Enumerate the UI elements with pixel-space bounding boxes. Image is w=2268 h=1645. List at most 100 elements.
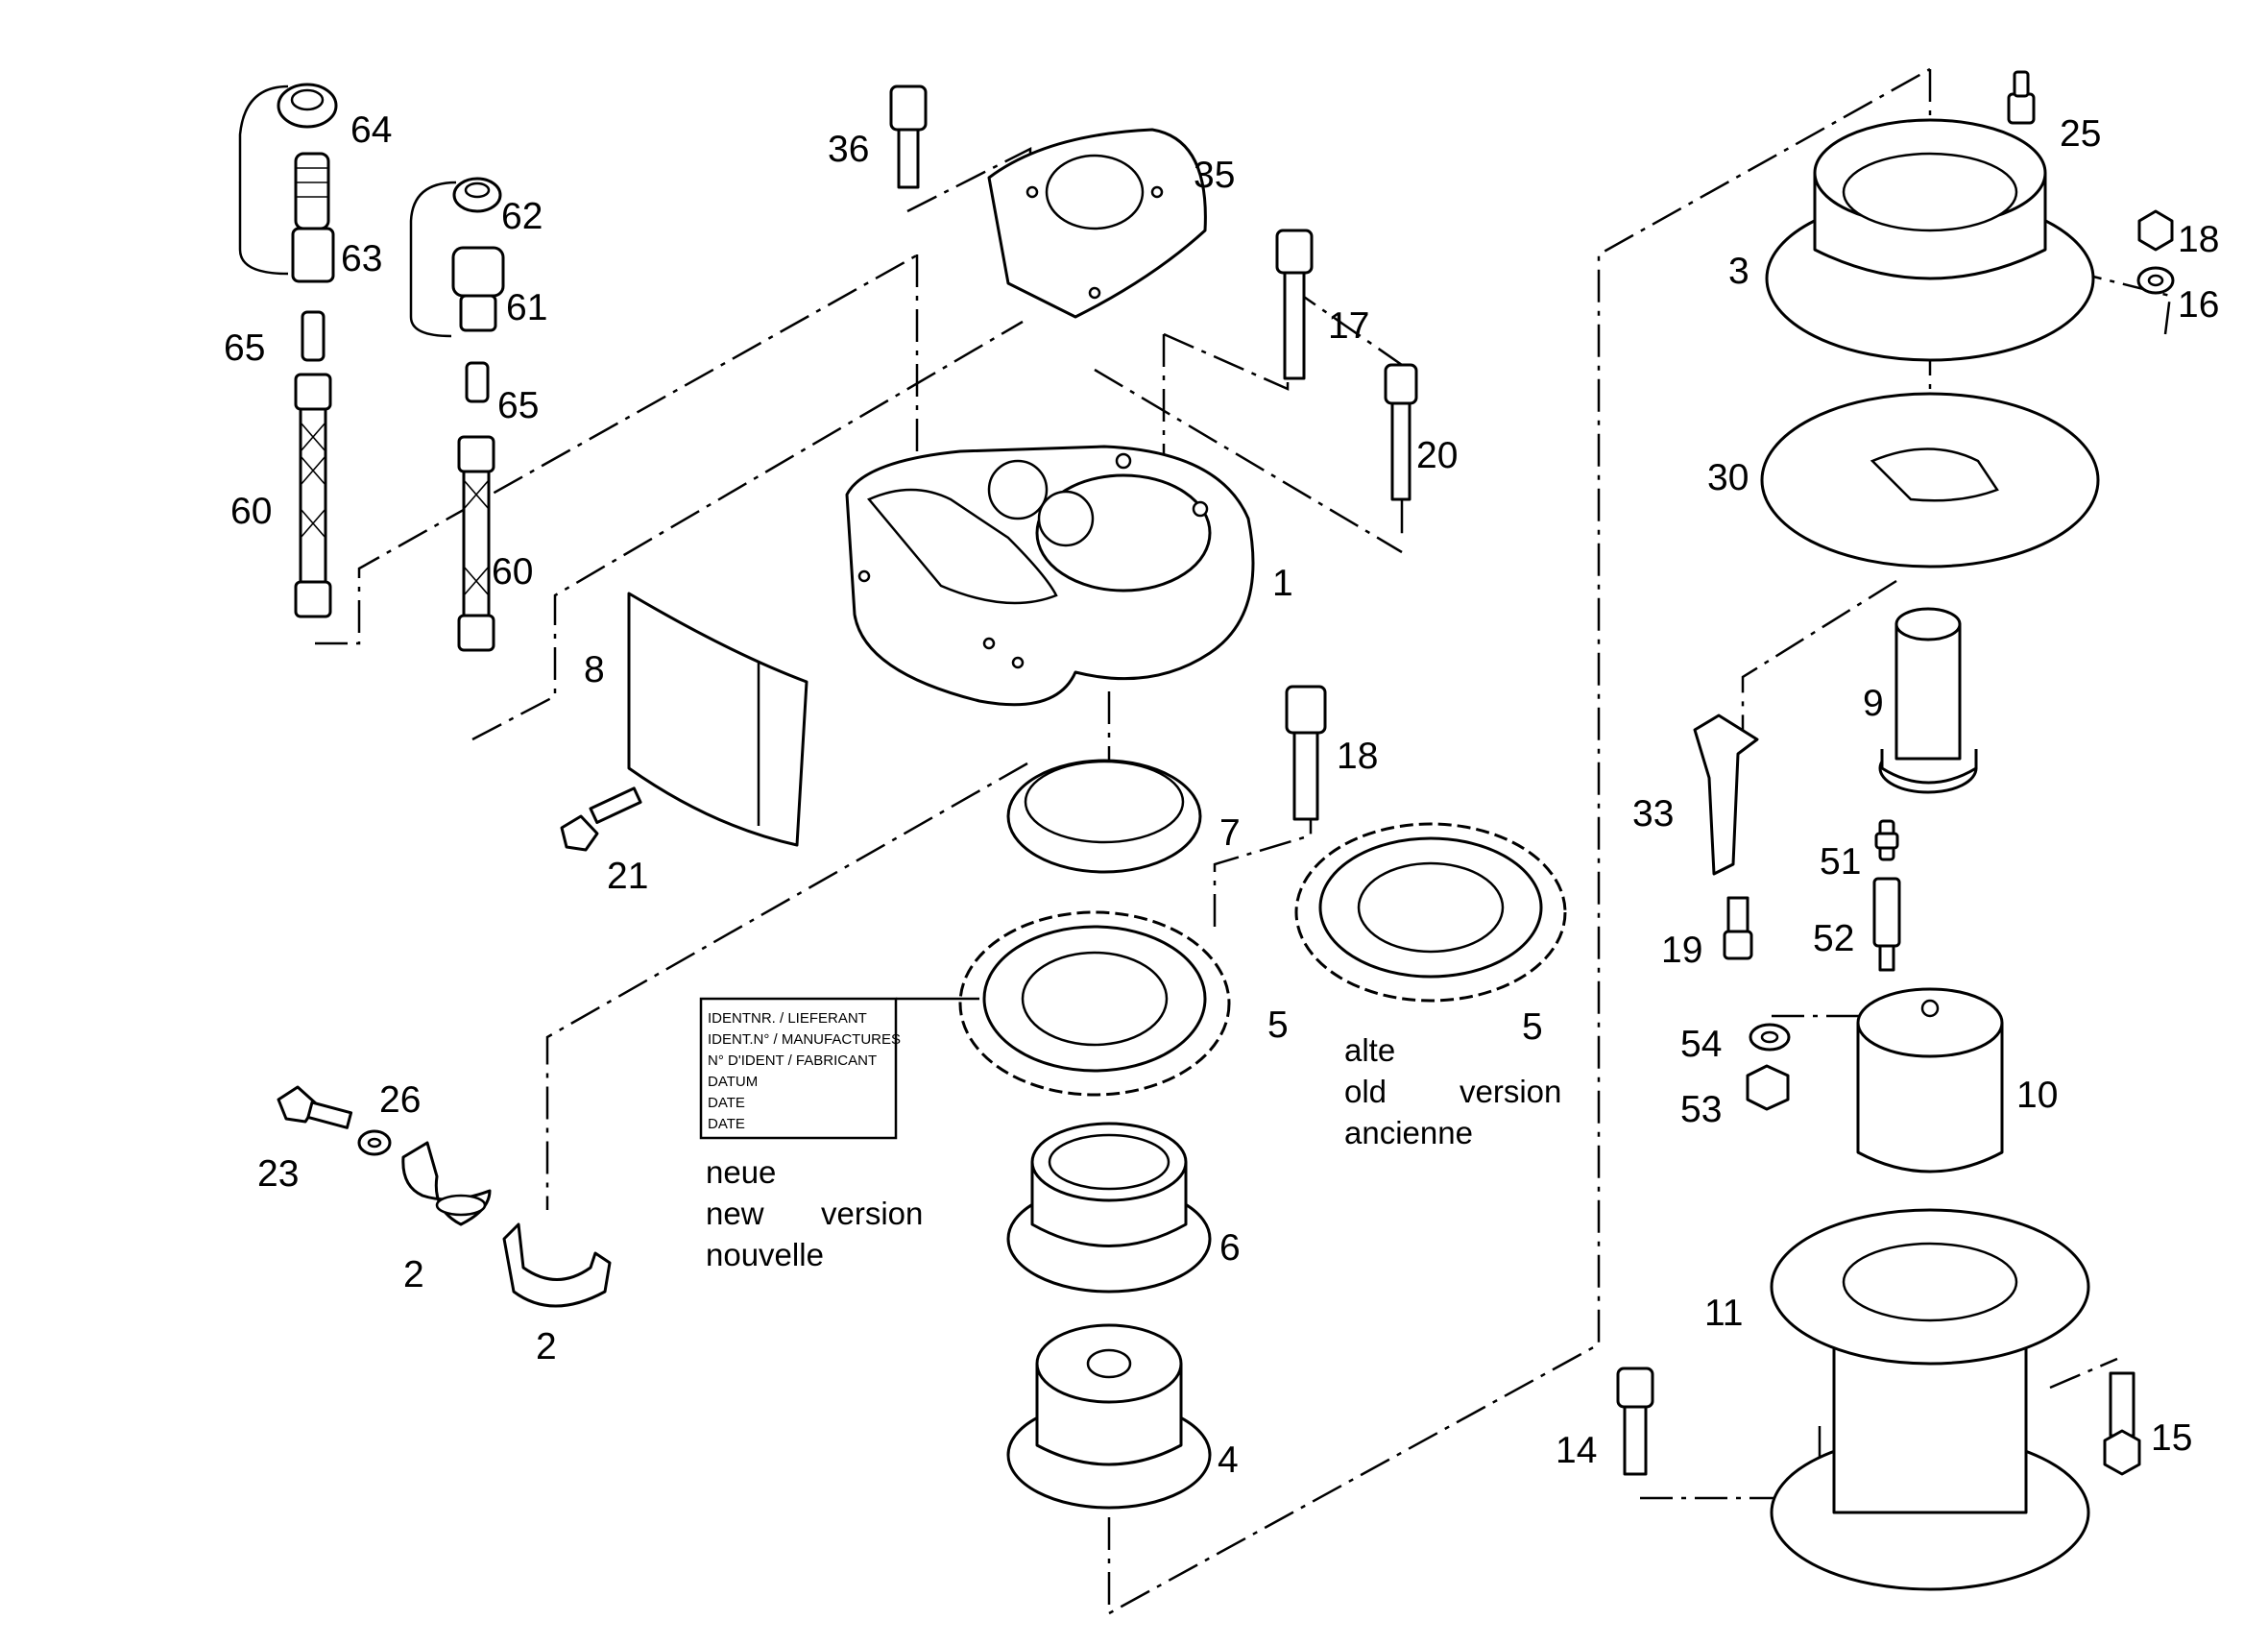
- callout-26: 26: [379, 1079, 421, 1121]
- sleeve-6: [1006, 1122, 1212, 1294]
- note-old-line2b: version: [1460, 1074, 1561, 1109]
- callout-11: 11: [1704, 1293, 1744, 1334]
- callout-25: 25: [2060, 113, 2101, 155]
- note-old-line3: ancienne: [1344, 1115, 1473, 1150]
- washer-26: [357, 1129, 392, 1156]
- callout-18b: 18: [2178, 219, 2219, 260]
- callout-63: 63: [341, 238, 382, 279]
- callout-33: 33: [1632, 793, 1674, 835]
- callout-4: 4: [1218, 1439, 1239, 1481]
- callout-7: 7: [1219, 812, 1241, 854]
- screw-14: [1616, 1367, 1654, 1476]
- screw-18-mid: [1285, 685, 1327, 821]
- ring-gear-5-new: [958, 910, 1231, 1097]
- washer-16: [2136, 266, 2175, 295]
- callout-54: 54: [1680, 1024, 1722, 1065]
- hose-assembly-left: [238, 83, 338, 618]
- callout-62: 62: [501, 196, 543, 237]
- bolt-21: [560, 786, 642, 852]
- version-note-new: neue new version nouvelle: [706, 1154, 923, 1272]
- screw-15: [2103, 1371, 2141, 1476]
- motor-10: [1856, 987, 2004, 1173]
- screw-36: [889, 85, 928, 189]
- cap-flange-35: [987, 128, 1207, 319]
- callout-61: 61: [506, 287, 547, 328]
- callout-1: 1: [1272, 563, 1293, 604]
- callout-51: 51: [1820, 841, 1861, 883]
- ring-gear-5-old: [1294, 822, 1567, 1003]
- note-new-line2a: new: [706, 1196, 764, 1231]
- ident-plate: IDENTNR. / LIEFERANT IDENT.N° / MANUFACT…: [699, 997, 979, 1140]
- callout-6: 6: [1219, 1227, 1241, 1269]
- callout-36: 36: [828, 129, 869, 170]
- version-note-old: alte old version ancienne: [1344, 1032, 1561, 1150]
- callout-17: 17: [1328, 305, 1369, 347]
- callout-10: 10: [2016, 1075, 2058, 1116]
- callout-20: 20: [1416, 435, 1458, 476]
- drive-flange-3: [1765, 118, 2095, 362]
- shaft-9: [1878, 607, 1978, 794]
- hose-60: [299, 407, 327, 584]
- callout-18a: 18: [1337, 736, 1378, 777]
- note-new-line3: nouvelle: [706, 1237, 824, 1272]
- bearing-ring-7: [1006, 759, 1202, 874]
- callout-65b: 65: [497, 385, 539, 426]
- bracket-2a: [401, 1141, 492, 1226]
- hose-assembly-right: [409, 177, 505, 652]
- cover-plate: [627, 592, 808, 847]
- note-new-line1: neue: [706, 1154, 776, 1190]
- nipple-65: [301, 310, 326, 362]
- callout-30: 30: [1707, 457, 1749, 498]
- spacer-52: [1872, 877, 1901, 972]
- callout-21: 21: [607, 856, 648, 897]
- callouts: 1 2 2 3 4 5 5 6 7 8 9 10 11 14 15 16 17 …: [224, 109, 2219, 1481]
- nut-53: [1746, 1064, 1790, 1111]
- pin-51: [1874, 819, 1899, 861]
- callout-19: 19: [1661, 930, 1702, 971]
- screw-19: [1723, 896, 1753, 960]
- ident-line-1: IDENTNR. / LIEFERANT: [708, 1010, 867, 1027]
- bracket-33: [1693, 714, 1759, 876]
- callout-65a: 65: [224, 327, 265, 369]
- washer-54: [1749, 1023, 1791, 1052]
- plate-30: [1760, 392, 2100, 568]
- nipple-65b: [465, 361, 490, 403]
- ident-line-6: DATE: [708, 1116, 745, 1132]
- screw-17: [1275, 229, 1314, 380]
- valve-25: [2007, 70, 2036, 125]
- callout-35: 35: [1194, 155, 1235, 196]
- spool-housing-11: [1770, 1208, 2090, 1591]
- callout-64: 64: [350, 109, 392, 151]
- hub-4: [1006, 1323, 1212, 1510]
- dust-cap-strap-2: [409, 181, 457, 338]
- note-old-line1: alte: [1344, 1032, 1395, 1068]
- ident-line-5: DATE: [708, 1095, 745, 1111]
- callout-8: 8: [584, 649, 605, 690]
- callout-2a: 2: [403, 1254, 424, 1295]
- ident-line-3: N° D'IDENT / FABRICANT: [708, 1052, 877, 1069]
- callout-52: 52: [1813, 918, 1854, 959]
- screw-20: [1384, 363, 1418, 501]
- hose-60b: [462, 470, 491, 617]
- callout-2b: 2: [536, 1326, 557, 1367]
- callout-3: 3: [1728, 251, 1749, 292]
- callout-9: 9: [1863, 683, 1884, 724]
- ident-line-4: DATUM: [708, 1074, 758, 1090]
- callout-5a: 5: [1267, 1004, 1289, 1046]
- dust-cap-strap: [238, 85, 289, 276]
- note-old-line2a: old: [1344, 1074, 1387, 1109]
- coupling-61: [451, 246, 505, 298]
- callout-60b: 60: [492, 551, 533, 593]
- callout-15: 15: [2151, 1417, 2192, 1459]
- bracket-2b: [502, 1222, 612, 1308]
- ident-line-2: IDENT.N° / MANUFACTURES: [708, 1031, 901, 1048]
- callout-5b: 5: [1522, 1006, 1543, 1048]
- note-new-line2b: version: [821, 1196, 923, 1231]
- callout-23: 23: [257, 1153, 299, 1195]
- callout-60a: 60: [230, 491, 272, 532]
- callout-53: 53: [1680, 1089, 1722, 1130]
- nut-18-right: [2137, 209, 2174, 252]
- callout-16: 16: [2178, 284, 2219, 326]
- callout-14: 14: [1556, 1430, 1597, 1471]
